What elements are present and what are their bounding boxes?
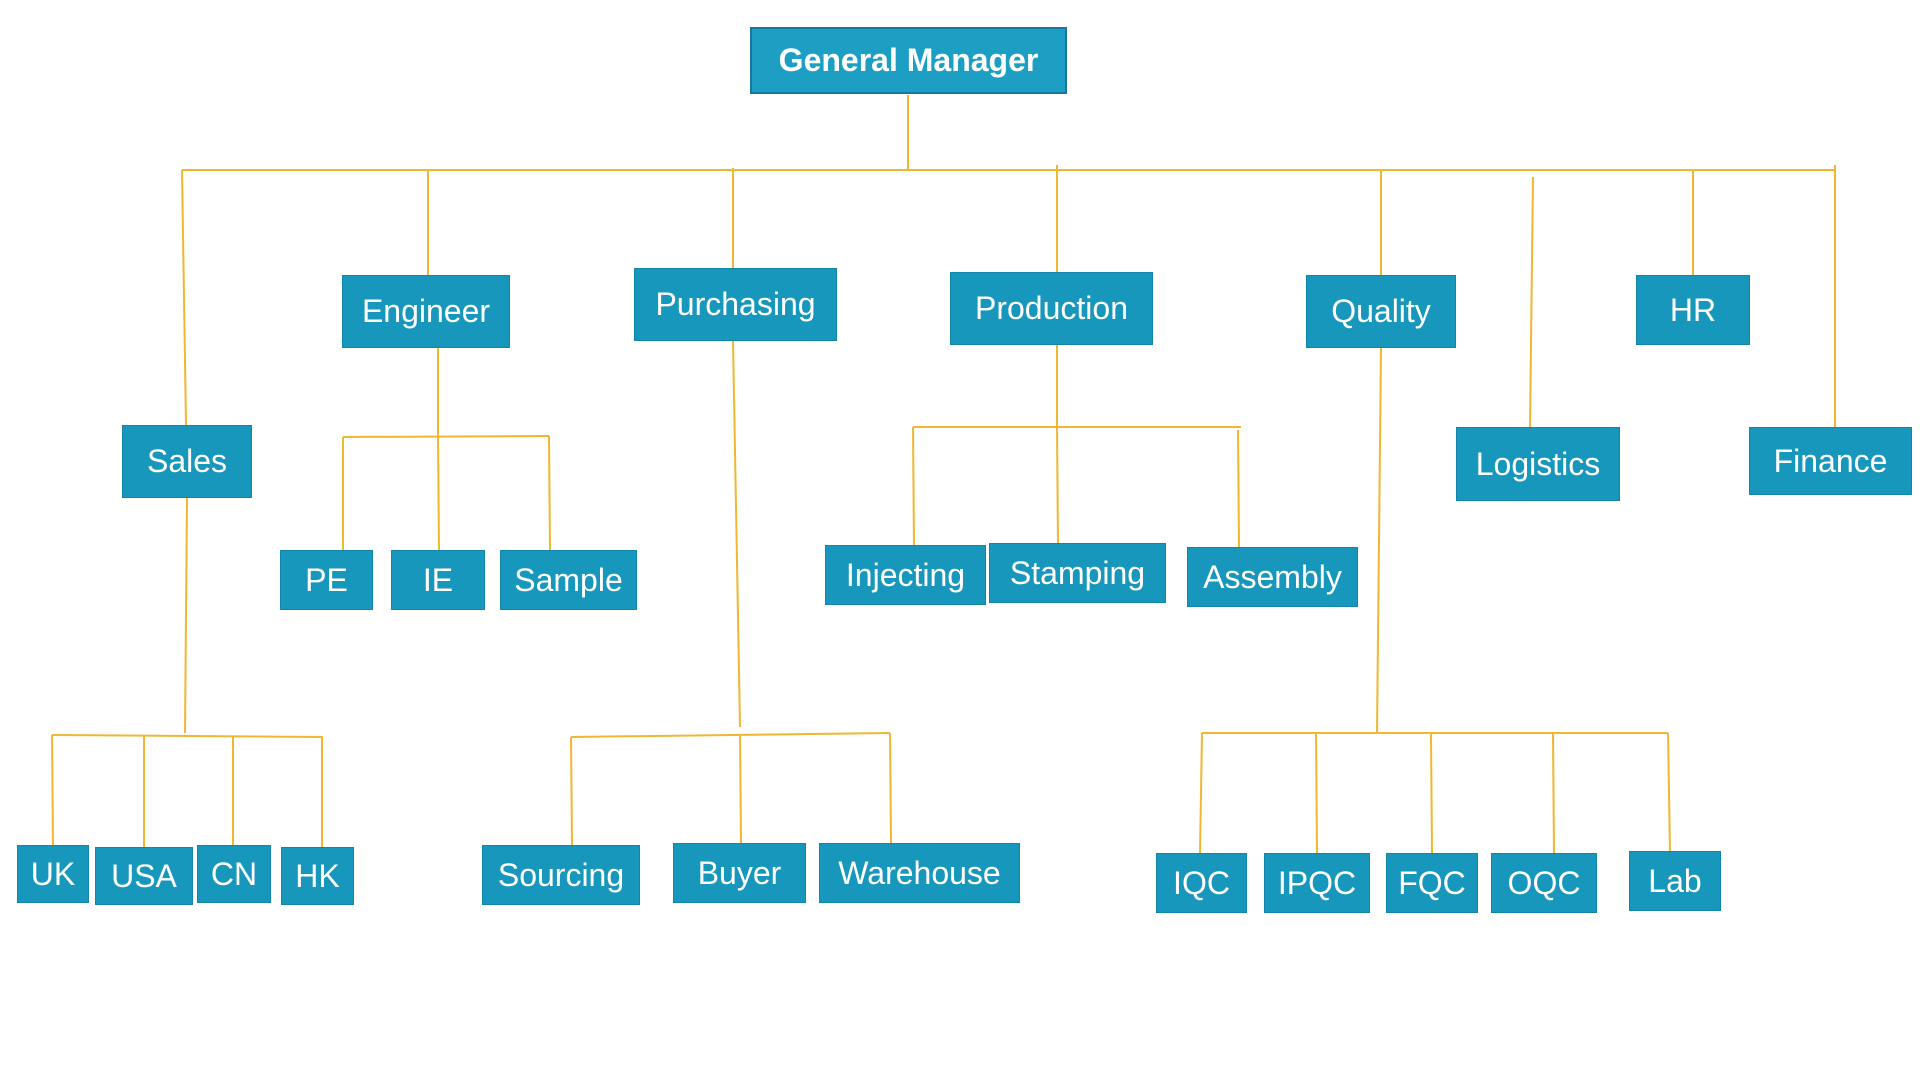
node-general-manager: General Manager (750, 27, 1067, 94)
node-sourcing: Sourcing (482, 845, 640, 905)
connector-line (1552, 732, 1555, 854)
node-pe: PE (280, 550, 373, 610)
node-logistics: Logistics (1456, 427, 1620, 501)
connector-line (184, 497, 188, 734)
node-buyer: Buyer (673, 843, 806, 903)
node-sales: Sales (122, 425, 252, 498)
node-hk: HK (281, 847, 354, 905)
node-usa: USA (95, 847, 193, 905)
connector-line (732, 340, 741, 728)
connector-line (181, 169, 187, 426)
connector-line (51, 734, 54, 846)
node-uk: UK (17, 845, 89, 903)
connector-line (342, 435, 550, 438)
connector-line (1199, 732, 1203, 854)
connector-line (1376, 347, 1382, 734)
connector-line (570, 732, 891, 738)
node-iqc: IQC (1156, 853, 1247, 913)
node-engineer: Engineer (342, 275, 510, 348)
node-lab: Lab (1629, 851, 1721, 911)
connector-line (51, 734, 324, 738)
node-ie: IE (391, 550, 485, 610)
connector-line (570, 736, 573, 846)
connector-line (1529, 176, 1534, 428)
node-cn: CN (197, 845, 271, 903)
node-assembly: Assembly (1187, 547, 1358, 607)
node-finance: Finance (1749, 427, 1912, 495)
node-quality: Quality (1306, 275, 1456, 348)
connector-line (437, 436, 440, 551)
node-fqc: FQC (1386, 853, 1478, 913)
connector-line (912, 426, 915, 546)
node-production: Production (950, 272, 1153, 345)
node-hr: HR (1636, 275, 1750, 345)
node-injecting: Injecting (825, 545, 986, 605)
node-ipqc: IPQC (1264, 853, 1370, 913)
node-warehouse: Warehouse (819, 843, 1020, 903)
connector-line (1315, 732, 1318, 854)
connector-line (739, 734, 742, 844)
connector-line (1667, 732, 1671, 852)
node-stamping: Stamping (989, 543, 1166, 603)
connector-line (1237, 429, 1240, 548)
node-sample: Sample (500, 550, 637, 610)
connector-line (548, 435, 551, 551)
connector-line (1430, 732, 1433, 854)
connector-line (1056, 426, 1059, 544)
node-oqc: OQC (1491, 853, 1597, 913)
node-purchasing: Purchasing (634, 268, 837, 341)
connector-line (889, 732, 892, 844)
